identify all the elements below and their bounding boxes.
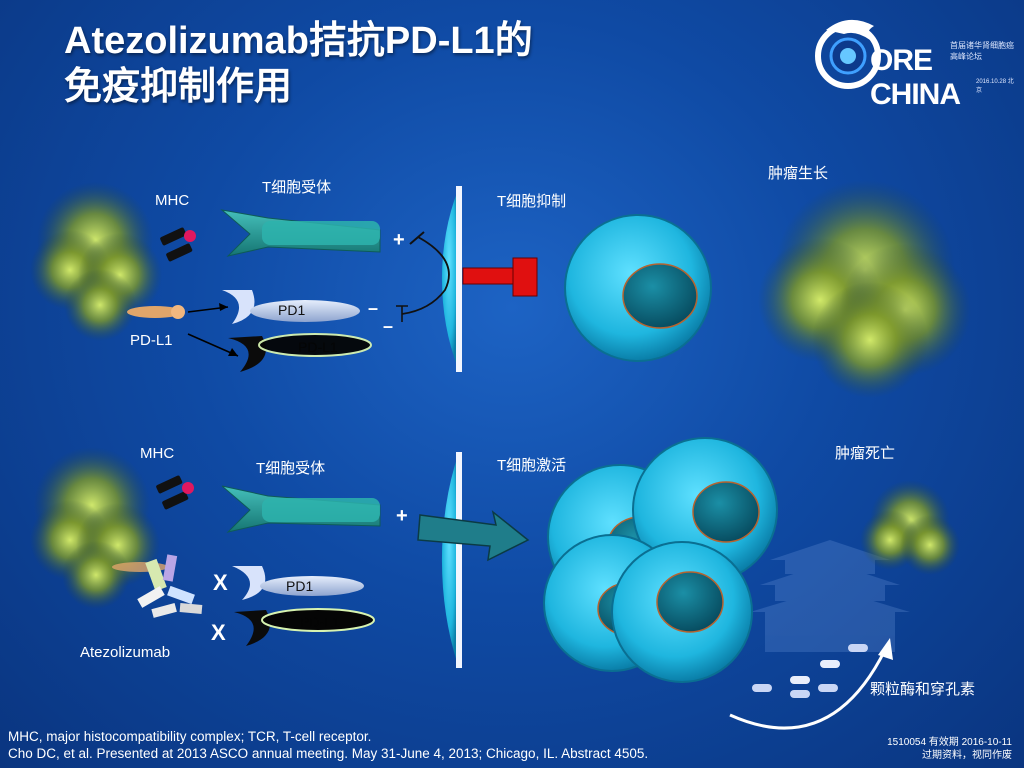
tcr-label-top: T细胞受体 — [262, 179, 332, 196]
tcr-receptor-top — [220, 209, 381, 257]
logo-subtitle: 首届诸华肾细胞癌高峰论坛 — [950, 41, 1014, 61]
mhc-label-bottom: MHC — [140, 445, 175, 462]
pdl1-bound-label-top: PD-L1 — [298, 339, 338, 355]
document-code: 1510054 有效期 2016-10-11 过期资料，视同作废 — [887, 736, 1012, 762]
t-cell-half-bottom — [441, 452, 462, 668]
footnote: MHC, major histocompatibility complex; T… — [8, 728, 648, 762]
granzyme-perforin-particles — [752, 644, 868, 698]
mhc-label-top: MHC — [155, 192, 190, 209]
slide-title: Atezolizumab拮抗PD-L1的 免疫抑制作用 — [64, 18, 533, 110]
mhc-molecule-bottom — [156, 475, 194, 510]
pdl1-label-top: PD-L1 — [130, 332, 173, 349]
pdl1-ligand-top — [127, 306, 183, 318]
mhc-molecule-top — [160, 227, 196, 262]
result-label-bottom: T细胞激活 — [497, 457, 567, 474]
footnote-reference: Cho DC, et al. Presented at 2013 ASCO an… — [8, 746, 649, 761]
t-cell-inhibited — [564, 214, 712, 362]
block-mark-pdl1: X — [211, 620, 226, 645]
minus-sign-top-1: – — [368, 298, 379, 318]
tumor-label-top: 肿瘤生长 — [768, 165, 829, 182]
pdl1-bound-bottom — [234, 608, 375, 646]
document-code-line-1: 1510054 有效期 2016-10-11 — [887, 737, 1012, 748]
plus-sign-top: + — [393, 229, 405, 251]
tcr-label-bottom: T细胞受体 — [256, 460, 326, 477]
pdl1-bound-top — [228, 333, 372, 372]
block-mark-pd1: X — [213, 570, 228, 595]
core-china-logo: ORE CHINA 首届诸华肾细胞癌高峰论坛 2016.10.28 北京 — [808, 12, 1018, 111]
signal-curve-top — [401, 236, 450, 315]
logo-brand: ORE CHINA — [870, 44, 961, 111]
pd1-receptor-top — [222, 290, 360, 324]
logo-date: 2016.10.28 北京 — [976, 79, 1014, 94]
pdl1-arrow-to-pdl1 — [187, 333, 239, 357]
tumor-cluster-top-left — [30, 182, 162, 341]
document-code-line-2: 过期资料，视同作废 — [922, 750, 1012, 761]
tumor-cluster-dying — [860, 480, 960, 575]
inhibition-symbol — [462, 257, 538, 297]
title-line-2: 免疫抑制作用 — [64, 66, 293, 108]
pdl1-bound-label-bottom: PD-L1 — [300, 614, 340, 630]
result-label-top: T细胞抑制 — [497, 193, 567, 210]
t-cell-half-top — [441, 186, 462, 372]
pd1-label-top: PD1 — [278, 302, 306, 318]
tumor-label-bottom: 肿瘤死亡 — [835, 445, 896, 462]
tumor-cluster-bottom-left — [30, 447, 160, 609]
title-line-1: Atezolizumab拮抗PD-L1的 — [64, 20, 533, 62]
plus-sign-bottom: + — [396, 505, 408, 527]
tcr-receptor-bottom — [221, 485, 381, 533]
drug-label: Atezolizumab — [80, 644, 171, 661]
dragon-logo-icon — [815, 19, 881, 89]
enzymes-label: 颗粒酶和穿孔素 — [870, 681, 976, 698]
t-cells-activated — [543, 437, 778, 683]
tumor-cluster-growth — [758, 180, 971, 398]
footnote-abbreviations: MHC, major histocompatibility complex; T… — [8, 729, 372, 744]
pd1-receptor-bottom — [232, 566, 364, 600]
minus-sign-top-2: – — [383, 316, 394, 336]
atezolizumab-antibody-icon — [112, 554, 203, 618]
pd1-label-bottom: PD1 — [286, 578, 314, 594]
activation-arrow — [417, 510, 530, 562]
